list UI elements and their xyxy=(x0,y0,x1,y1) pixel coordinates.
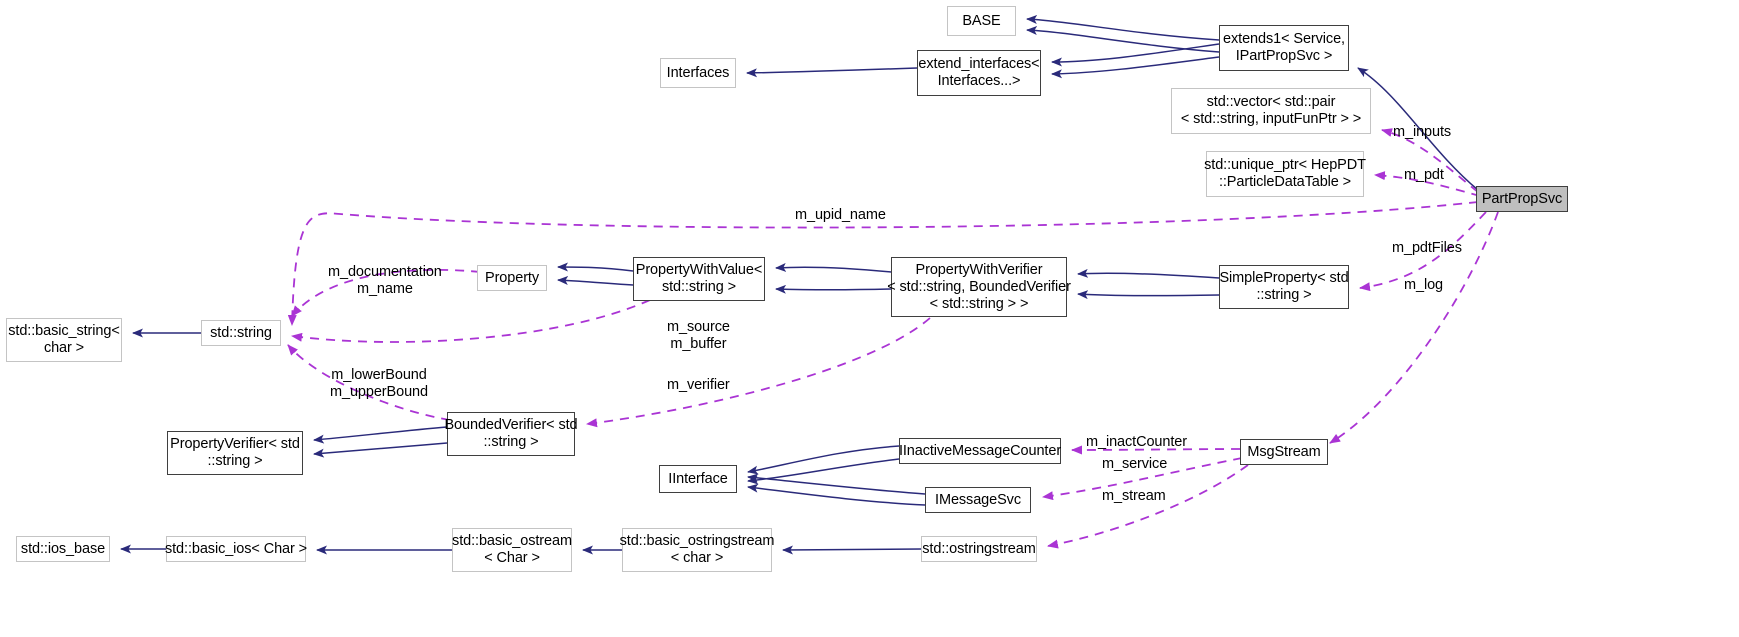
edge-m-source-buffer xyxy=(291,299,651,343)
edge-m-service xyxy=(1042,457,1243,501)
node-iinactive-message-counter[interactable]: IInactiveMessageCounter xyxy=(899,438,1061,464)
node-iinterface[interactable]: IInterface xyxy=(659,465,737,493)
edge-m-documentation xyxy=(291,268,481,317)
node-property[interactable]: Property xyxy=(477,265,547,291)
edge-m-upid-name xyxy=(287,201,1479,326)
node-std-unique-ptr-particledatatable[interactable]: std::unique_ptr< HepPDT ::ParticleDataTa… xyxy=(1204,151,1366,197)
edge-ostringstream-basicostringstream xyxy=(782,545,922,555)
edge-iinactive-iinterface-b xyxy=(747,458,900,485)
usage-edges xyxy=(287,128,1499,549)
edge-m-log xyxy=(1329,211,1499,444)
edge-m-lowerbound xyxy=(287,344,451,421)
node-base[interactable]: BASE xyxy=(947,6,1016,36)
edge-simpleprop-propverifier-b xyxy=(1077,290,1220,300)
edge-label-m-lowerbound: m_lowerBound m_upperBound xyxy=(330,367,428,400)
edge-propvalue-property-b xyxy=(557,275,634,286)
node-extend-interfaces[interactable]: extend_interfaces< Interfaces...> xyxy=(917,50,1041,96)
node-partpropsvc[interactable]: PartPropSvc xyxy=(1476,186,1568,212)
node-property-with-verifier[interactable]: PropertyWithVerifier < std::string, Boun… xyxy=(887,257,1071,317)
node-property-verifier[interactable]: PropertyVerifier< std ::string > xyxy=(167,431,303,475)
node-std-basic-ostringstream[interactable]: std::basic_ostringstream < char > xyxy=(620,528,774,572)
edge-label-m-stream: m_stream xyxy=(1102,488,1166,504)
edge-extends1-extendif-a xyxy=(1051,43,1220,67)
node-std-basic-ostream[interactable]: std::basic_ostream < Char > xyxy=(452,528,572,572)
node-std-string[interactable]: std::string xyxy=(201,320,281,346)
edge-label-m-pdtfiles: m_pdtFiles xyxy=(1392,240,1462,256)
edge-m-inputs xyxy=(1381,128,1479,193)
node-bounded-verifier[interactable]: BoundedVerifier< std ::string > xyxy=(444,412,578,456)
edge-extends1-base-b xyxy=(1026,25,1220,53)
edge-label-m-log: m_log xyxy=(1404,277,1443,293)
node-std-basic-string[interactable]: std::basic_string< char > xyxy=(6,318,122,362)
edge-label-m-verifier: m_verifier xyxy=(667,377,730,393)
edge-boundedverifier-propverifier-a xyxy=(313,426,448,444)
edge-extendif-interfaces xyxy=(746,67,918,78)
edge-label-m-service: m_service xyxy=(1102,456,1168,472)
edge-partpropsvc-extends1 xyxy=(1357,67,1479,191)
edge-label-m-inputs: m_inputs xyxy=(1393,124,1452,140)
node-extends1[interactable]: extends1< Service, IPartPropSvc > xyxy=(1219,25,1349,71)
edge-extends1-base-a xyxy=(1026,14,1220,41)
edge-label-m-source: m_source m_buffer xyxy=(667,319,730,352)
node-std-vector-pair[interactable]: std::vector< std::pair < std::string, in… xyxy=(1171,88,1371,134)
node-simple-property[interactable]: SimpleProperty< std ::string > xyxy=(1219,265,1349,309)
edge-simpleprop-propverifier-a xyxy=(1077,268,1220,279)
node-std-ios-base[interactable]: std::ios_base xyxy=(16,536,110,562)
node-msgstream[interactable]: MsgStream xyxy=(1240,439,1328,465)
edge-boundedverifier-propverifier-b xyxy=(313,442,448,458)
edge-propverifier-propvalue-b xyxy=(775,284,892,294)
edge-label-m-upid-name: m_upid_name xyxy=(795,207,886,223)
edge-m-stream xyxy=(1047,464,1249,549)
node-imessagesvc[interactable]: IMessageSvc xyxy=(925,487,1031,513)
node-interfaces[interactable]: Interfaces xyxy=(660,58,736,88)
edge-imessagesvc-iinterface-b xyxy=(747,483,926,506)
inheritance-edges xyxy=(120,14,1479,555)
edge-extends1-extendif-b xyxy=(1051,56,1220,79)
edge-iinactive-iinterface-a xyxy=(747,445,900,475)
edge-label-m-inactcounter: m_inactCounter xyxy=(1086,434,1187,450)
edge-label-m-pdt: m_pdt xyxy=(1404,167,1444,183)
edge-m-pdtFiles xyxy=(1359,211,1487,292)
edge-m-pdt xyxy=(1374,171,1481,197)
node-property-with-value[interactable]: PropertyWithValue< std::string > xyxy=(633,257,765,301)
edge-m-inactCounter xyxy=(1071,445,1241,455)
edge-propverifier-propvalue-a xyxy=(775,262,892,273)
edge-m-verifier xyxy=(586,317,931,428)
node-std-basic-ios[interactable]: std::basic_ios< Char > xyxy=(165,536,307,562)
edge-imessagesvc-iinterface-a xyxy=(747,473,926,495)
node-std-ostringstream[interactable]: std::ostringstream xyxy=(921,536,1037,562)
edge-label-m-documentation: m_documentation m_name xyxy=(328,264,442,297)
edge-propvalue-property-a xyxy=(557,262,634,272)
